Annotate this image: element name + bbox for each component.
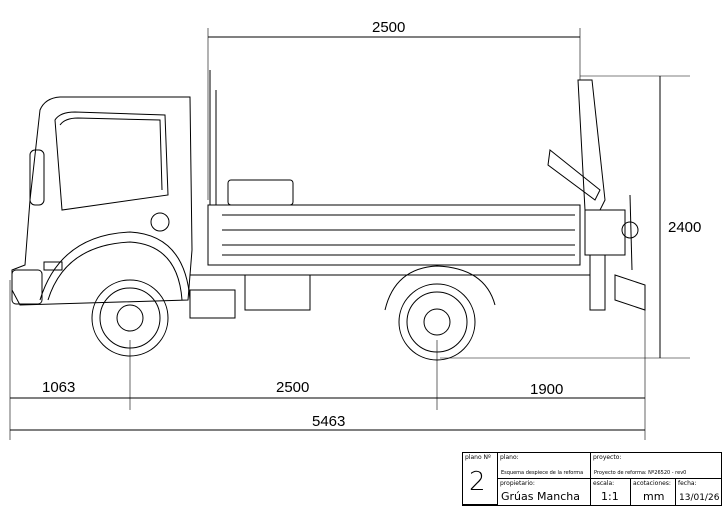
- cell-plano-no: plano Nº 2: [463, 453, 498, 505]
- fecha-label: fecha:: [678, 480, 697, 487]
- plano-no-label: plano Nº: [465, 454, 491, 461]
- proyecto-value: Proyecto de reforma: Nº26520 - rev0: [594, 470, 687, 476]
- cell-fecha: fecha: 13/01/26: [676, 479, 721, 505]
- dim-height-label: 2400: [668, 219, 701, 236]
- truck-cab: [11, 70, 236, 319]
- proyecto-label: proyecto:: [593, 454, 622, 461]
- propietario-label: propietario:: [500, 480, 535, 487]
- cell-escala: escala: 1:1: [591, 479, 631, 505]
- dimension-bottom: 1063 2500 1900 5463: [9, 280, 646, 440]
- dim-front-label: 1063: [42, 379, 75, 396]
- fecha-value: 13/01/26: [679, 493, 720, 503]
- rear-wheel: [398, 283, 476, 361]
- dim-total-label: 5463: [312, 413, 345, 430]
- crane: [547, 79, 646, 311]
- acotaciones-label: acotaciones:: [633, 480, 671, 487]
- truck-bed: [190, 179, 590, 311]
- front-wheel: [91, 279, 169, 357]
- dim-wheelbase-label: 2500: [276, 379, 309, 396]
- escala-value: 1:1: [601, 490, 619, 503]
- plano-no: 2: [469, 467, 486, 497]
- plano-label: plano:: [500, 454, 519, 461]
- escala-label: escala:: [593, 480, 615, 487]
- cell-acotaciones: acotaciones: mm: [631, 479, 676, 505]
- cell-proyecto: proyecto: Proyecto de reforma: Nº26520 -…: [591, 453, 721, 479]
- propietario-value: Grúas Mancha: [501, 490, 580, 503]
- title-block: plano Nº 2 plano: Esquema despiece de la…: [462, 452, 722, 506]
- dim-top-label: 2500: [372, 19, 405, 36]
- cell-propietario: propietario: Grúas Mancha: [498, 479, 591, 505]
- dimension-top: 2500: [207, 19, 581, 200]
- cell-plano: plano: Esquema despiece de la reforma: [498, 453, 591, 479]
- dim-rear-label: 1900: [530, 381, 563, 398]
- dimension-height: 2400: [440, 75, 701, 359]
- acotaciones-value: mm: [643, 490, 665, 503]
- plano-value: Esquema despiece de la reforma: [501, 470, 584, 476]
